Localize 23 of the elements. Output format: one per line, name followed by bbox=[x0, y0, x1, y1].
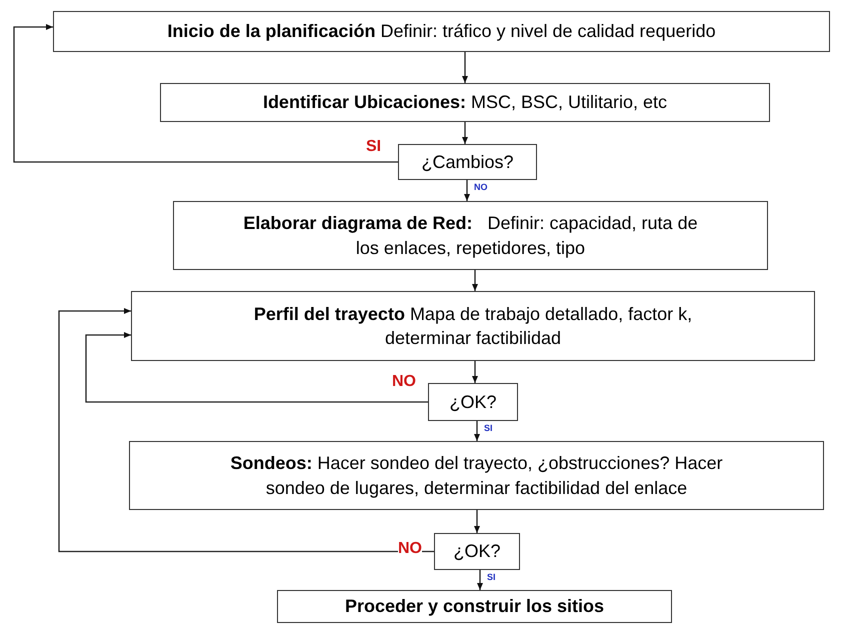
process-box: Inicio de la planificación Definir: tráfico y nivel de calidad requerido bbox=[53, 11, 830, 52]
arrow bbox=[474, 421, 480, 441]
process-box: Sondeos: Hacer sondeo del trayecto, ¿obstrucciones? Hacer sondeo de lugares, determinar factibilidad del enlace bbox=[129, 441, 824, 510]
process-box: ¿OK? bbox=[434, 533, 520, 570]
arrow bbox=[477, 570, 483, 590]
edge-label: NO bbox=[474, 183, 488, 192]
arrow bbox=[462, 52, 468, 83]
process-box: ¿OK? bbox=[428, 383, 518, 421]
edge-label: SI bbox=[484, 424, 493, 433]
arrow bbox=[13, 24, 398, 163]
arrow bbox=[462, 122, 468, 144]
process-box: Elaborar diagrama de Red: Definir: capacidad, ruta de los enlaces, repetidores, tipo bbox=[173, 201, 768, 270]
arrow bbox=[85, 332, 428, 403]
process-box: Identificar Ubicaciones: MSC, BSC, Utilitario, etc bbox=[160, 83, 770, 122]
process-box: Proceder y construir los sitios bbox=[277, 590, 672, 623]
process-box: Perfil del trayecto Mapa de trabajo detallado, factor k, determinar factibilidad bbox=[131, 291, 815, 361]
arrow bbox=[464, 180, 470, 201]
arrow bbox=[472, 270, 478, 291]
arrow bbox=[472, 361, 478, 383]
process-box: ¿Cambios? bbox=[398, 144, 537, 180]
edge-label: SI bbox=[487, 573, 496, 582]
arrow bbox=[58, 308, 434, 552]
arrow bbox=[474, 510, 480, 533]
